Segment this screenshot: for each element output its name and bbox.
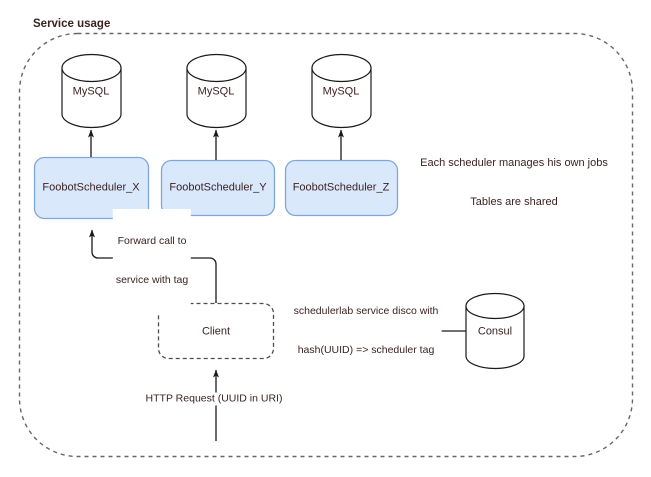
node-scheduler-z[interactable] [284, 159, 399, 217]
node-scheduler-y[interactable] [160, 159, 276, 217]
database-consul [465, 292, 525, 370]
database-mysql-x [61, 53, 122, 129]
database-mysql-y [186, 53, 247, 129]
node-client[interactable] [157, 302, 275, 360]
database-mysql-z [311, 53, 372, 129]
node-scheduler-x[interactable] [33, 156, 150, 220]
edge-forward-call-line [88, 229, 217, 303]
service-usage-boundary [18, 32, 634, 458]
